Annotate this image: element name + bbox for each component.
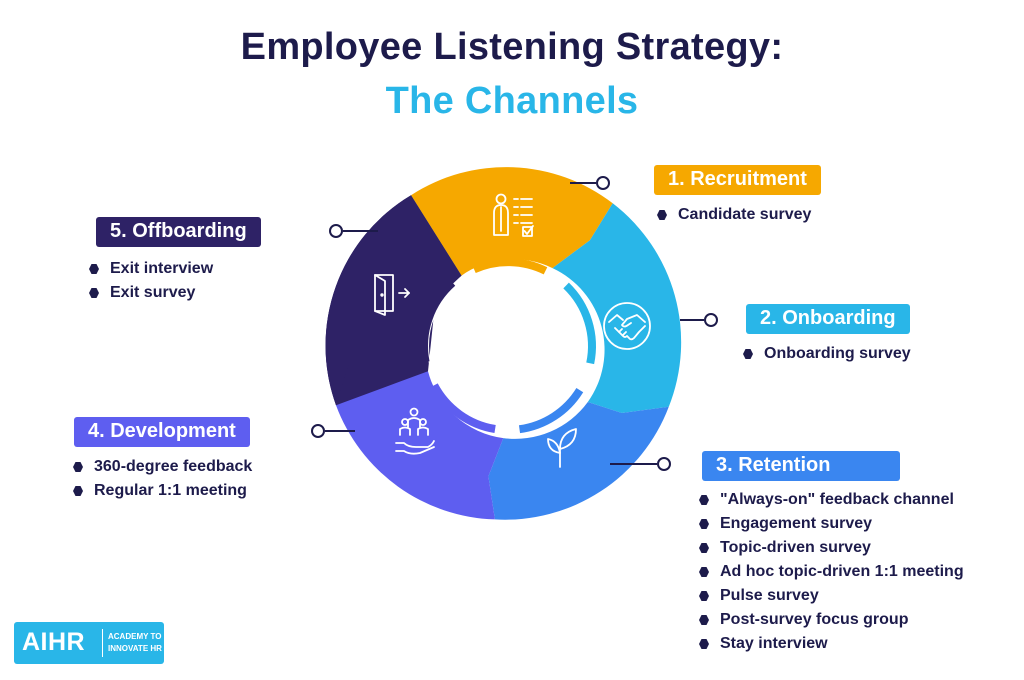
list-item: Exit interview — [88, 257, 213, 281]
inner-ring-offboarding — [420, 279, 456, 363]
page-title: Employee Listening Strategy: — [240, 26, 784, 68]
segment-development — [336, 365, 504, 520]
list-item: Exit survey — [88, 281, 213, 305]
handshake-icon — [603, 302, 651, 350]
list-item-label: Exit survey — [110, 284, 196, 301]
list-recruitment: Candidate survey — [656, 203, 811, 227]
bullet-icon — [699, 543, 709, 553]
list-item: Candidate survey — [656, 203, 811, 227]
list-item-label: Regular 1:1 meeting — [94, 482, 247, 499]
list-item: Stay interview — [698, 632, 964, 656]
badge-offboarding: 5. Offboarding — [96, 217, 261, 247]
logo-divider — [102, 629, 103, 657]
segment-onboarding — [552, 203, 682, 413]
people-in-hand-icon — [395, 407, 435, 455]
list-item-label: Onboarding survey — [764, 345, 911, 362]
connector-node-recruitment — [596, 176, 610, 190]
logo-tagline-line1: ACADEMY TO — [108, 632, 162, 641]
list-item: Topic-driven survey — [698, 536, 964, 560]
inner-ring-retention — [518, 387, 584, 434]
logo-tagline-line2: INNOVATE HR — [108, 644, 162, 653]
list-item: Regular 1:1 meeting — [72, 479, 252, 503]
inner-ring — [427, 265, 589, 427]
bullet-icon — [699, 519, 709, 529]
sprout-icon — [547, 428, 577, 468]
list-item: Ad hoc topic-driven 1:1 meeting — [698, 560, 964, 584]
list-item-label: Stay interview — [720, 635, 828, 652]
connector-node-development — [311, 424, 325, 438]
list-item: Pulse survey — [698, 584, 964, 608]
bullet-icon — [699, 639, 709, 649]
exit-door-icon — [374, 274, 410, 316]
bullet-icon — [89, 288, 99, 298]
bullet-icon — [699, 567, 709, 577]
list-item: 360-degree feedback — [72, 455, 252, 479]
inner-ring-recruitment — [472, 258, 548, 275]
badge-recruitment: 1. Recruitment — [654, 165, 821, 195]
bullet-icon — [89, 264, 99, 274]
list-item-label: Engagement survey — [720, 515, 873, 532]
badge-retention: 3. Retention — [702, 451, 900, 481]
list-onboarding: Onboarding survey — [742, 342, 911, 366]
inner-ring-development — [430, 383, 496, 433]
list-item-label: Pulse survey — [720, 587, 819, 604]
list-item: Post-survey focus group — [698, 608, 964, 632]
list-item-label: Topic-driven survey — [720, 539, 871, 556]
list-item-label: Exit interview — [110, 260, 214, 277]
segment-recruitment — [411, 167, 613, 276]
inner-ring-onboarding — [563, 282, 596, 365]
connector-node-onboarding — [704, 313, 718, 327]
aihr-logo: AIHR ACADEMY TO INNOVATE HR — [14, 622, 164, 664]
bullet-icon — [699, 495, 709, 505]
bullet-icon — [699, 615, 709, 625]
list-development: 360-degree feedback Regular 1:1 meeting — [72, 455, 252, 503]
list-item-label: Candidate survey — [678, 206, 812, 223]
list-item-label: 360-degree feedback — [94, 458, 253, 475]
segment-retention — [488, 402, 669, 520]
badge-development: 4. Development — [74, 417, 250, 447]
list-offboarding: Exit interview Exit survey — [88, 257, 213, 305]
list-item-label: Post-survey focus group — [720, 611, 909, 628]
list-item-label: "Always-on" feedback channel — [720, 491, 954, 508]
list-item: Engagement survey — [698, 512, 964, 536]
list-item: "Always-on" feedback channel — [698, 488, 964, 512]
connector-node-retention — [657, 457, 671, 471]
list-item-label: Ad hoc topic-driven 1:1 meeting — [720, 563, 964, 580]
logo-mark: AIHR — [22, 628, 86, 656]
connector-node-offboarding — [329, 224, 343, 238]
badge-onboarding: 2. Onboarding — [746, 304, 910, 334]
logo-tagline: ACADEMY TO INNOVATE HR — [108, 631, 162, 655]
bullet-icon — [73, 462, 83, 472]
bullet-icon — [657, 210, 667, 220]
bullet-icon — [699, 591, 709, 601]
candidate-checklist-icon — [493, 193, 534, 237]
list-retention: "Always-on" feedback channel Engagement … — [698, 488, 964, 656]
bullet-icon — [73, 486, 83, 496]
list-item: Onboarding survey — [742, 342, 911, 366]
bullet-icon — [743, 349, 753, 359]
page-subtitle: The Channels — [385, 80, 639, 122]
